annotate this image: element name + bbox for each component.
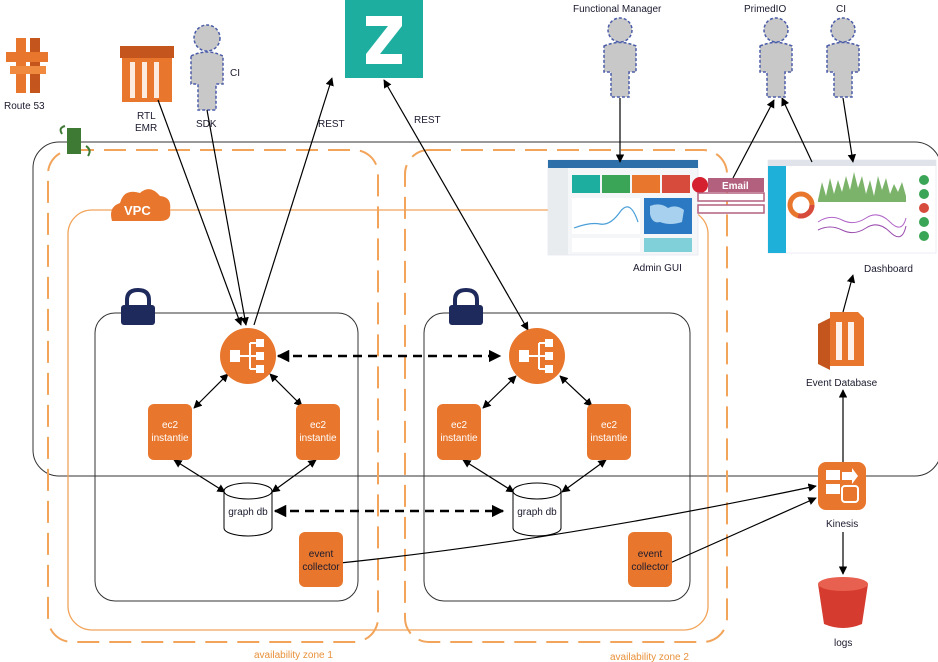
logs-label: logs — [834, 638, 852, 649]
svg-text:graph db: graph db — [517, 507, 557, 518]
rest-left-label: REST — [318, 119, 345, 130]
admin-gui-label: Admin GUI — [633, 263, 682, 274]
dashboard-label: Dashboard — [864, 264, 913, 275]
functional-manager-label: Functional Manager — [573, 4, 662, 15]
event-database-icon — [818, 312, 864, 370]
kinesis-label: Kinesis — [826, 519, 858, 530]
event-collector: event collector — [628, 532, 672, 587]
arrow-emr-to-lb1 — [157, 99, 243, 326]
svg-text:instantie: instantie — [440, 433, 478, 444]
email-label: Email — [722, 181, 749, 192]
email-icon: Email — [692, 177, 765, 214]
lock-icon — [121, 287, 155, 325]
arrow-sdk-to-lb1 — [206, 109, 249, 326]
svg-text:instantie: instantie — [151, 433, 189, 444]
account-tag-icon — [59, 125, 91, 157]
svg-text:instantie: instantie — [590, 433, 628, 444]
subnet-2-box — [423, 312, 691, 602]
rtl-label: RTL — [137, 111, 156, 122]
graph-db-cylinder: graph db — [512, 482, 562, 537]
az2-label: availability zone 2 — [610, 652, 689, 662]
availability-zone-1-box — [47, 149, 379, 643]
arrow-collector2-to-kinesis — [669, 497, 817, 564]
sdk-label: SDK — [196, 119, 217, 130]
arrow-primedio-to-dashboard — [781, 97, 813, 163]
vpc-cloud-icon: VPC — [111, 189, 171, 221]
svg-text:collector: collector — [302, 562, 340, 573]
ec2-instance: ec2 instantie — [587, 404, 631, 460]
emr-icon — [120, 46, 174, 102]
svg-text:graph db: graph db — [228, 507, 268, 518]
svg-text:ec2: ec2 — [310, 420, 327, 431]
user-icon — [603, 17, 637, 98]
event-collector: event collector — [299, 532, 343, 587]
kinesis-icon — [818, 462, 866, 510]
arrow-eventdb-to-dashboard — [842, 274, 856, 313]
s3-bucket-icon — [818, 577, 868, 628]
availability-zone-2-box — [404, 149, 728, 643]
vpc-label: VPC — [124, 203, 151, 218]
primedio-label: PrimedIO — [744, 4, 786, 15]
user-icon — [190, 24, 224, 111]
ec2-instance: ec2 instantie — [148, 404, 192, 460]
svg-text:ec2: ec2 — [451, 420, 468, 431]
svg-text:event: event — [638, 549, 663, 560]
lock-icon — [449, 287, 483, 325]
az1-label: availability zone 1 — [254, 650, 333, 661]
arrow-lb1-to-z — [253, 77, 334, 326]
ec2-instance: ec2 instantie — [296, 404, 340, 460]
load-balancer-icon — [509, 328, 565, 384]
route53-icon — [6, 38, 48, 93]
connectors — [157, 77, 856, 575]
svg-text:ec2: ec2 — [601, 420, 618, 431]
user-icon — [826, 17, 860, 98]
ci-right-label: CI — [836, 4, 846, 15]
load-balancer-icon — [220, 328, 276, 384]
svg-text:collector: collector — [631, 562, 669, 573]
arrow-collector1-to-kinesis — [339, 483, 817, 564]
rest-right-label: REST — [414, 115, 441, 126]
svg-text:ec2: ec2 — [162, 420, 179, 431]
emr-label: EMR — [135, 123, 157, 134]
ci-left-label: CI — [230, 68, 240, 79]
arrow-z-lb2 — [383, 79, 529, 331]
z-logo-icon — [345, 0, 423, 78]
ec2-instance: ec2 instantie — [437, 404, 481, 460]
event-database-label: Event Database — [806, 378, 878, 389]
user-icon — [759, 17, 793, 98]
svg-text:event: event — [309, 549, 334, 560]
svg-text:instantie: instantie — [299, 433, 337, 444]
admin-gui-screenshot — [547, 159, 699, 256]
arrow-email-to-primedio — [732, 99, 775, 179]
graph-db-cylinder: graph db — [223, 482, 273, 537]
subnet-1-box — [94, 312, 359, 602]
dashboard-screenshot — [767, 159, 937, 254]
arrow-ci-to-dashboard — [842, 97, 856, 163]
route53-label: Route 53 — [4, 101, 45, 112]
